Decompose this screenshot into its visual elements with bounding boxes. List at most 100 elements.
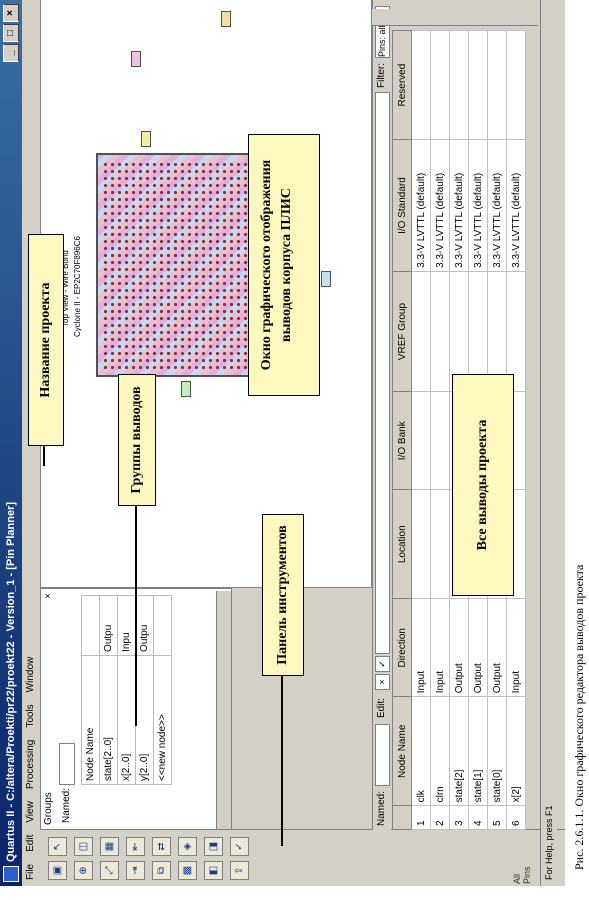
group-direction: Outpu: [99, 595, 118, 656]
minimize-button[interactable]: _: [3, 44, 19, 62]
callout-pin-groups: Группы выводов: [118, 374, 156, 506]
location[interactable]: [430, 489, 450, 599]
direction: Input: [506, 598, 526, 697]
package-device-label: Cyclone II - EP2C70F896C6: [73, 236, 82, 337]
expand-icon[interactable]: ⤢: [100, 861, 119, 880]
menu-processing[interactable]: Processing: [25, 739, 36, 790]
column-node-name[interactable]: Node Name: [392, 696, 412, 806]
groups-named-select[interactable]: [59, 743, 75, 785]
group-direction: Outpu: [135, 595, 154, 656]
callout-package-view: Окно графического отображения выводов ко…: [248, 134, 320, 396]
pin-in-icon[interactable]: ⇥: [126, 861, 145, 880]
location[interactable]: [411, 489, 431, 599]
callout-project-name: Название проекта: [28, 234, 64, 446]
table-row[interactable]: 1 clk Input 3.3-V LVTTL (default): [411, 30, 431, 830]
table-row[interactable]: state[2..0]Outpu: [99, 595, 118, 785]
column-vref-group[interactable]: VREF Group: [392, 271, 412, 392]
edit-field[interactable]: [375, 92, 390, 654]
column-location[interactable]: Location: [392, 489, 412, 599]
io-standard: 3.3-V LVTTL (default): [506, 139, 526, 272]
all-pins-side-tab[interactable]: All Pins: [392, 866, 538, 886]
pin-tag: [131, 51, 141, 67]
reserved: [487, 30, 507, 140]
groups-close-icon[interactable]: ×: [43, 593, 54, 599]
fit-window-icon[interactable]: ◫: [74, 837, 93, 856]
pins-filter-bar: Named: Edit: × ✓ Filter: Pins: all: [372, 0, 391, 830]
filter-label: Filter:: [376, 63, 387, 88]
all-pins-label: All Pins: [512, 866, 532, 884]
arrow: [43, 446, 45, 466]
reserved: [449, 30, 469, 140]
io-standard: 3.3-V LVTTL (default): [430, 139, 450, 272]
group-name: <<new node>>: [153, 655, 172, 785]
maximize-button[interactable]: □: [3, 24, 19, 42]
grid-icon[interactable]: ▦: [100, 837, 119, 856]
callout-all-pins: Все выводы проекта: [452, 374, 514, 596]
group-name: state[2..0]: [99, 655, 118, 785]
pin-planner-icon[interactable]: ▣: [48, 861, 67, 880]
arrow: [135, 506, 137, 726]
zoom-icon[interactable]: ⊕: [74, 861, 93, 880]
menu-view[interactable]: View: [25, 801, 36, 823]
column-io-bank[interactable]: I/O Bank: [392, 391, 412, 490]
pin-tag: [181, 381, 191, 397]
bank-icon[interactable]: ⧉: [152, 861, 171, 880]
pin-out-icon[interactable]: ⇤: [126, 837, 145, 856]
diff-pin-icon[interactable]: ⇄: [152, 837, 171, 856]
row-number: 6: [506, 805, 526, 830]
pll-icon[interactable]: ◈: [178, 837, 197, 856]
menu-file[interactable]: File: [25, 863, 36, 880]
close-button[interactable]: ×: [3, 4, 19, 22]
direction: Output: [449, 598, 469, 697]
row-number: 2: [430, 805, 450, 830]
assign-icon[interactable]: ✓: [230, 837, 249, 856]
vref-icon[interactable]: ◨: [204, 837, 223, 856]
pin-tag: [221, 11, 231, 27]
pins-edit-label: Edit:: [376, 697, 387, 718]
cancel-edit-icon[interactable]: ×: [375, 674, 390, 690]
reserved: [430, 30, 450, 140]
pins-named-select[interactable]: [375, 724, 390, 786]
table-row[interactable]: 2 clrn Input 3.3-V LVTTL (default): [430, 30, 450, 830]
row-number: 4: [468, 805, 488, 830]
reserved: [411, 30, 431, 140]
quartus-app-icon: [3, 866, 19, 882]
direction: Output: [468, 598, 488, 697]
pins-vertical-scrollbar[interactable]: [372, 9, 538, 26]
export-icon[interactable]: ⇪: [230, 861, 249, 880]
direction: Input: [411, 598, 431, 697]
reserved: [506, 30, 526, 140]
select-arrow-icon[interactable]: ↖: [48, 837, 67, 856]
vref-group: [430, 271, 450, 392]
pin-tag: [141, 131, 151, 147]
group-direction: [153, 595, 172, 656]
groups-named-label: Named:: [61, 787, 72, 823]
io-standard-icon[interactable]: ◧: [204, 861, 223, 880]
node-name: state[2]: [449, 696, 469, 806]
vref-group: [411, 271, 431, 392]
menu-tools[interactable]: Tools: [25, 704, 36, 728]
menu-window[interactable]: Window: [25, 656, 36, 693]
column-reserved[interactable]: Reserved: [392, 30, 412, 140]
pin-tag: [321, 271, 331, 287]
direction: Output: [487, 598, 507, 697]
group-direction: Inpu: [117, 595, 136, 656]
window-title: Quartus II - C:/altera/Proekti/pr22/proe…: [5, 501, 17, 862]
title-bar: Quartus II - C:/altera/Proekti/pr22/proe…: [0, 0, 22, 886]
accept-edit-icon[interactable]: ✓: [375, 656, 390, 672]
status-bar: For Help, press F1: [540, 0, 557, 886]
reserved: [468, 30, 488, 140]
column-io-standard[interactable]: I/O Standard: [392, 139, 412, 272]
groups-scrollbar[interactable]: [216, 591, 231, 829]
node-name: clrn: [430, 696, 450, 806]
table-row[interactable]: x[2..0]Inpu: [117, 595, 136, 785]
node-name: x[2]: [506, 696, 526, 806]
menu-edit[interactable]: Edit: [25, 834, 36, 852]
color-legend-icon[interactable]: ▩: [178, 861, 197, 880]
groups-table: Node Name state[2..0]Outpu x[2..0]Inpu y…: [81, 595, 172, 785]
column-direction[interactable]: Direction: [392, 598, 412, 697]
table-row[interactable]: <<new node>>: [153, 595, 172, 785]
group-name: y[2..0]: [135, 655, 154, 785]
io-standard: 3.3-V LVTTL (default): [449, 139, 469, 272]
table-row[interactable]: y[2..0]Outpu: [135, 595, 154, 785]
